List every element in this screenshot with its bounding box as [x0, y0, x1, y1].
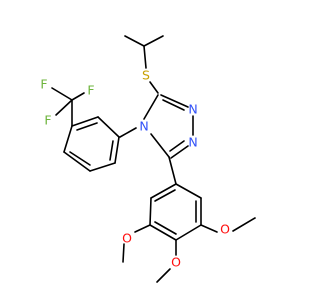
bond-ph-f [114, 136, 120, 164]
bond-s-c3 [149, 81, 159, 94]
atom-fluorine-2: F [87, 83, 94, 98]
bond-o3-me [232, 217, 256, 232]
bond-ipr-ch3-right [143, 35, 164, 47]
bond-ipr-ch-s [143, 45, 147, 69]
atom-oxygen-1: O [122, 231, 132, 246]
atom-oxygen-3: O [220, 222, 230, 237]
bond-ph-d [63, 151, 91, 172]
bond-ar-c-inner [154, 221, 177, 235]
bond-ph-e [89, 162, 116, 172]
bond-ar-b [149, 197, 152, 226]
atom-labels: S N N N F F F O O O [40, 68, 230, 270]
bond-cf3-f2 [71, 92, 85, 101]
bond-ar-o1 [134, 224, 151, 233]
bond-c3-n4 [143, 94, 159, 120]
bond-ar-d [175, 224, 202, 241]
atom-fluorine-1: F [40, 77, 47, 92]
bond-ph-d-inner [69, 151, 91, 166]
bond-ph-b-inner [76, 122, 98, 131]
bond-n4-phenyl [119, 127, 137, 138]
bond-c5-aryl [168, 156, 177, 185]
bond-c3-n2 [160, 94, 189, 108]
atom-nitrogen-n2: N [188, 102, 197, 117]
bond-o2-me [156, 268, 171, 283]
bond-cf3-f3 [55, 99, 73, 116]
bond-c5-n4 [150, 133, 170, 158]
atom-fluorine-3: F [44, 113, 51, 128]
bond-ph-a [97, 116, 120, 138]
bond-o1-me [122, 243, 125, 263]
bond-c3-n2-inner [162, 99, 185, 111]
bond-ph-b [71, 116, 99, 127]
atom-nitrogen-n4: N [139, 119, 148, 134]
bond-n1-c5-inner [169, 140, 185, 152]
bond-ar-a [150, 183, 177, 199]
bond-cf3-f1 [51, 87, 73, 101]
atom-nitrogen-n1: N [188, 135, 197, 150]
molecule-structure: S N N N F F F O O O [40, 35, 256, 283]
bond-n1-c5 [170, 145, 189, 159]
atom-oxygen-2: O [171, 255, 181, 270]
bond-ar-c [149, 224, 177, 241]
bond-ar-o3 [200, 224, 218, 233]
bond-ipr-ch3-left [124, 35, 145, 47]
bonds [51, 35, 256, 283]
bond-ar-a-inner [154, 189, 176, 202]
atom-sulfur: S [142, 68, 150, 83]
bond-ar-f [175, 183, 202, 199]
bond-ph-c [63, 125, 73, 153]
bond-ph-f-inner [109, 140, 114, 161]
